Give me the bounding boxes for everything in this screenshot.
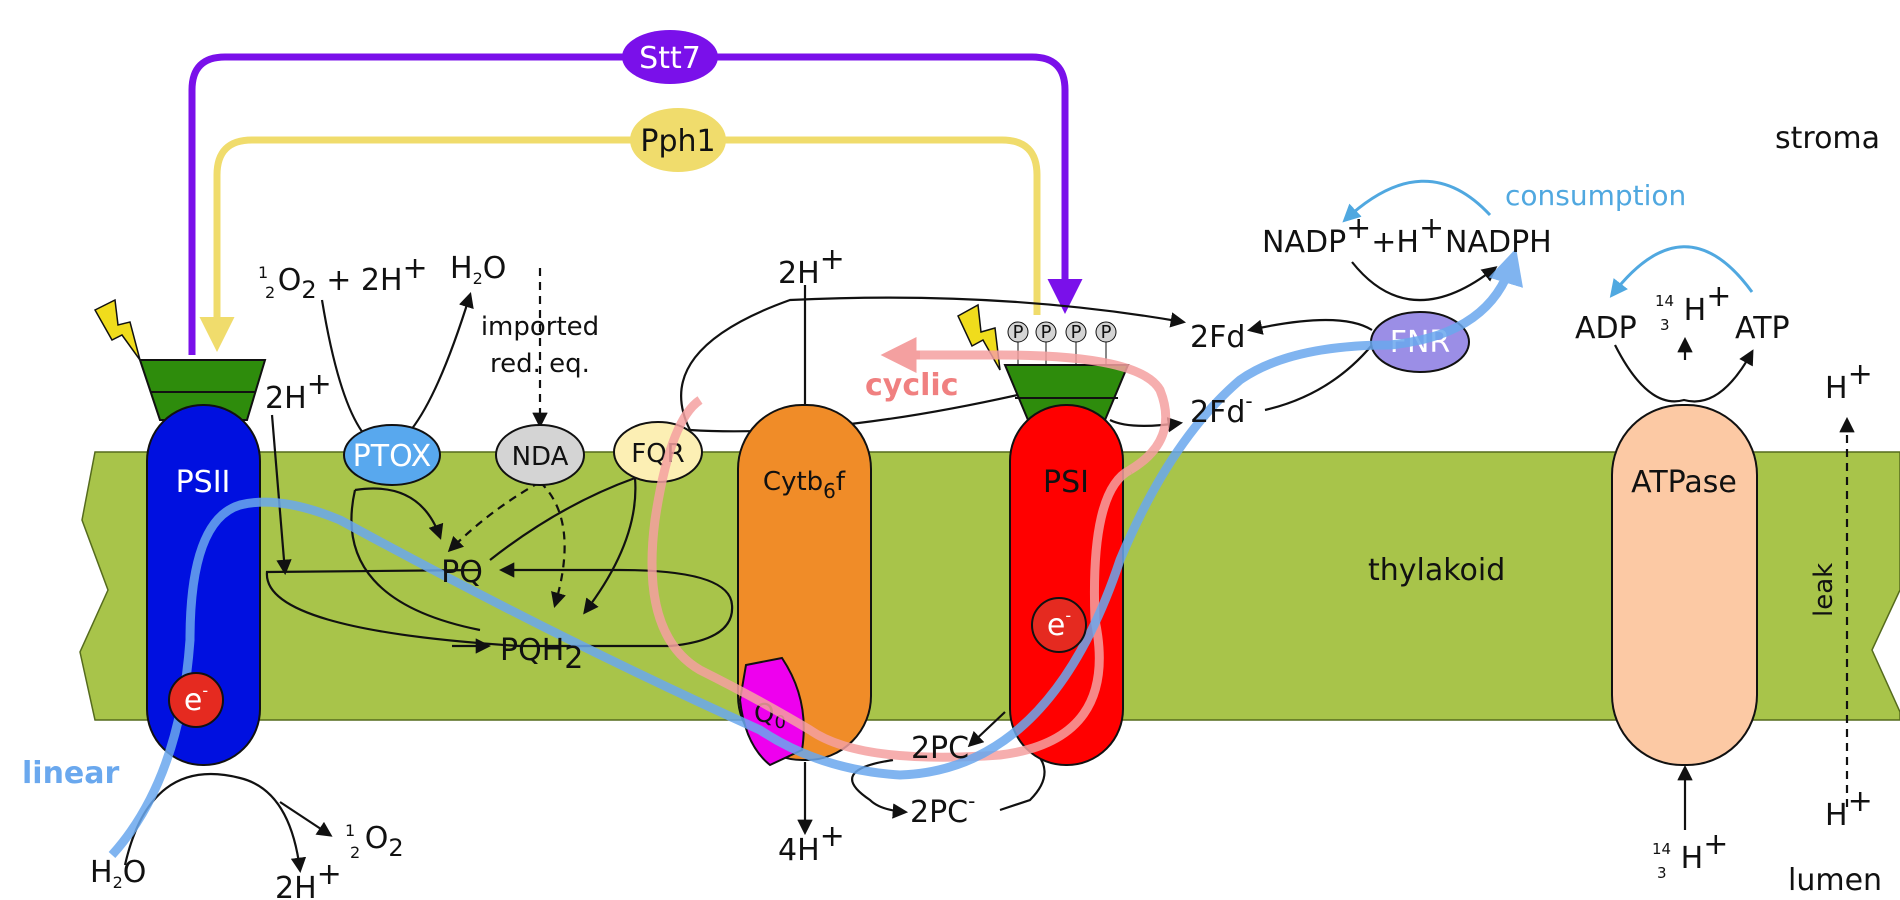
stt7-label: Stt7 (639, 41, 701, 76)
red-eq-label: red. eq. (490, 349, 590, 379)
lumen-label: lumen (1788, 863, 1882, 898)
phospho-2-icon (1035, 321, 1057, 343)
atp-proton-top: 14 H+ (1655, 279, 1731, 328)
svg-text:P: P (1101, 322, 1112, 343)
thylakoid-label: thylakoid (1368, 553, 1505, 588)
two-h-psii: 2H+ (265, 367, 332, 416)
ptox-label: PTOX (353, 439, 432, 474)
leak-h-top: H+ (1825, 357, 1873, 406)
psi-label: PSI (1043, 465, 1089, 500)
fd-red-label: 2Fd- (1190, 389, 1253, 430)
fd-label: 2Fd (1190, 320, 1245, 355)
light-bolt-psi-icon (957, 303, 1001, 371)
consumption-nadph-arrow (1342, 179, 1492, 223)
atp-label: ATP (1735, 311, 1790, 346)
phospho-4-icon (1095, 321, 1117, 343)
imported-label: imported (481, 312, 599, 342)
half-o2-top: 1 O2 + 2H+ (258, 251, 428, 306)
pc-red-label: 2PC- (910, 789, 975, 830)
linear-pathway (108, 248, 1523, 859)
species-labels: 1 O2 + 2H+ 2 H2O imported red. eq. 2H+ P… (90, 211, 1873, 900)
half-o2-bottom: 1 O2 (345, 809, 404, 862)
phospho-3-icon (1065, 321, 1087, 343)
svg-text:P: P (1013, 322, 1024, 343)
four-h-cytb6f: 4H+ (778, 819, 845, 868)
psii-label: PSII (176, 465, 231, 500)
h2o-bottom: H2O (90, 855, 146, 892)
atp-proton-bottom: 14 H+ (1652, 827, 1728, 876)
svg-text:2: 2 (350, 843, 360, 862)
atpase-label: ATPase (1631, 465, 1737, 500)
leak-label: leak (1809, 563, 1839, 617)
adp-label: ADP (1575, 311, 1637, 346)
svg-text:e-: e- (1047, 606, 1071, 643)
nda-label: NDA (512, 442, 569, 472)
svg-text:P: P (1071, 322, 1082, 343)
two-h-bottom: 2H+ (275, 857, 342, 900)
svg-text:3: 3 (1660, 316, 1670, 334)
consumption-atp-arrow (1609, 245, 1754, 298)
pq-label: PQ (441, 555, 483, 590)
cytb6f-label: Cytb6f (763, 467, 846, 503)
h2o-top: H2O (450, 251, 506, 288)
svg-text:2: 2 (265, 283, 275, 302)
ptox-node: PTOX (343, 424, 441, 486)
phospho-tags: P P P P (1007, 321, 1117, 365)
pph1-loop (199, 136, 1041, 352)
thylakoid-membrane (79, 451, 1900, 721)
phospho-1-icon (1007, 321, 1029, 343)
svg-text:e-: e- (184, 681, 208, 718)
nadph-label: NADPH (1445, 225, 1552, 260)
svg-text:P: P (1041, 322, 1052, 343)
consumption-label: consumption (1505, 179, 1686, 212)
pqh2-label: PQH2 (500, 633, 583, 676)
stt7-node: Stt7 (622, 30, 718, 84)
electron-psii: e- (168, 672, 224, 728)
leak-h-bottom: H+ (1825, 784, 1873, 833)
cytb6f-complex: Cytb6f Q0 (737, 404, 872, 767)
pathway-labels: linear cyclic consumption leak (22, 179, 1839, 791)
psi-complex: PSI (1003, 364, 1130, 766)
nda-node: NDA (495, 424, 585, 486)
svg-text:3: 3 (1657, 864, 1667, 882)
pph1-node: Pph1 (630, 108, 726, 172)
two-h-cytb6f: 2H+ (778, 242, 845, 291)
nadp-label: NADP++H+ (1262, 211, 1444, 260)
atpase-complex: ATPase (1611, 404, 1758, 766)
linear-label: linear (22, 756, 120, 791)
light-bolt-psii-icon (93, 298, 141, 361)
psii-antenna (138, 359, 267, 421)
pph1-label: Pph1 (640, 124, 715, 159)
pc-label: 2PC (911, 731, 969, 766)
psii-complex: PSII (138, 359, 267, 766)
reaction-arrows (123, 261, 1855, 874)
fqr-node: FQR (613, 421, 703, 483)
cyclic-label: cyclic (865, 368, 958, 403)
stroma-label: stroma (1775, 121, 1880, 156)
electron-psi: e- (1031, 597, 1087, 653)
